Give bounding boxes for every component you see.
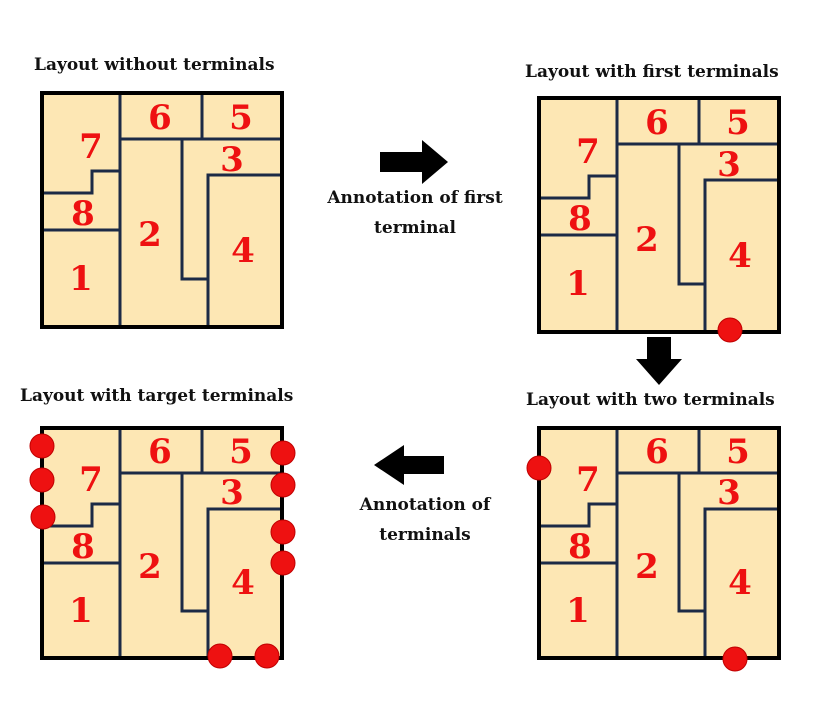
panel-title-without-terminals: Layout without terminals [34,55,275,75]
panel-title-first-terminals: Layout with first terminals [525,62,779,82]
room-label-5: 5 [726,432,750,472]
room-4 [206,507,284,660]
room-label-4: 4 [231,563,255,603]
annotation-first-line1: Annotation of first [327,188,503,208]
room-label-8: 8 [568,199,592,239]
terminal-marker [717,317,743,343]
room-label-8: 8 [568,527,592,567]
terminal-marker [526,455,552,481]
room-label-8: 8 [71,194,95,234]
terminal-marker [270,472,296,498]
terminal-marker [254,643,280,669]
panel-title-target-terminals: Layout with target terminals [20,386,294,406]
room-label-7: 7 [576,460,600,500]
arrow-down-icon [636,337,682,385]
terminal-marker [30,504,56,530]
room-label-6: 6 [148,432,172,472]
room-label-7: 7 [79,460,103,500]
room-label-2: 2 [635,220,659,260]
floorplan-target-terminals: 7 8 1 6 5 2 3 4 [29,426,296,669]
room-label-4: 4 [728,236,752,276]
floorplan-border [537,426,781,660]
terminal-marker [29,467,55,493]
room-label-5: 5 [726,103,750,143]
room-label-1: 1 [566,591,590,631]
room-label-6: 6 [148,98,172,138]
room-label-3: 3 [220,473,244,513]
room-label-6: 6 [645,103,669,143]
room-label-7: 7 [576,132,600,172]
room-label-8: 8 [71,527,95,567]
arrow-left-icon [374,445,444,485]
floorplan-border [40,91,284,329]
room-label-7: 7 [79,127,103,167]
room-4 [206,173,284,329]
terminal-marker [722,646,748,672]
annotation-first-line2: terminal [374,218,456,238]
terminal-marker [270,550,296,576]
annotation-first-terminal: Annotation of first terminal [312,183,518,243]
floorplan-two-terminals: 7 8 1 6 5 2 3 4 [526,426,781,672]
room-label-1: 1 [566,264,590,304]
panel-title-two-terminals: Layout with two terminals [526,390,775,410]
room-label-5: 5 [229,98,253,138]
room-label-1: 1 [69,259,93,299]
terminal-marker [270,519,296,545]
terminal-marker [207,643,233,669]
terminal-marker [270,440,296,466]
room-label-4: 4 [728,563,752,603]
annotation-terminals-line2: terminals [379,525,471,545]
room-label-2: 2 [138,215,162,255]
room-label-3: 3 [717,145,741,185]
room-4 [703,507,781,660]
room-label-6: 6 [645,432,669,472]
annotation-terminals: Annotation of terminals [330,490,520,550]
room-label-3: 3 [220,140,244,180]
floorplan-border [537,96,781,334]
arrow-right-icon [380,140,448,184]
room-label-4: 4 [231,231,255,271]
annotation-terminals-line1: Annotation of [359,495,491,515]
room-label-3: 3 [717,473,741,513]
room-label-5: 5 [229,432,253,472]
floorplan-first-terminals: 7 8 1 6 5 2 3 4 [537,96,781,343]
floorplan-without-terminals: 7 8 1 6 5 2 3 4 [40,91,284,329]
terminal-marker [29,433,55,459]
room-label-2: 2 [138,547,162,587]
room-4 [703,178,781,334]
room-label-1: 1 [69,591,93,631]
room-label-2: 2 [635,547,659,587]
